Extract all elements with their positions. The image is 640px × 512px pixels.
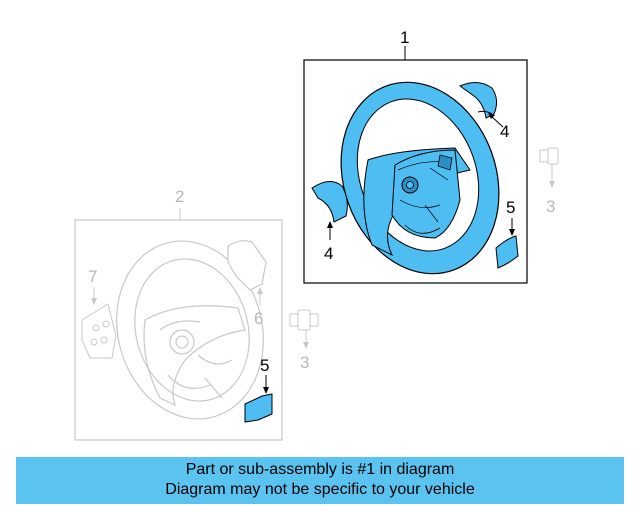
bolt-center[interactable] [289,309,319,349]
shell-assembly-group: 2 6 7 5 [74,187,283,441]
shell-assembly-frame [74,219,283,441]
callout-shell-assembly: 2 [175,187,184,206]
info-banner: Part or sub-assembly is #1 in diagram Di… [16,457,624,504]
bolt-right[interactable] [539,147,559,188]
banner-line-2: Diagram may not be specific to your vehi… [165,481,475,498]
arrow-6 [257,287,263,294]
callout-bolt-center: 3 [300,353,309,372]
insert-lower[interactable] [244,393,273,423]
main-assembly-frame [303,59,528,284]
arrow-4b [327,221,333,228]
callout-switch: 7 [88,267,97,286]
switch-ghost[interactable] [81,303,117,359]
arrow-4a [488,113,495,119]
banner-line-1: Part or sub-assembly is #1 in diagram [185,461,455,478]
cover-upper-right[interactable] [458,82,498,119]
callout-insert-lower: 5 [260,356,269,375]
cover-left[interactable] [311,181,348,223]
steering-wheel-ghost[interactable] [97,224,283,435]
airbag-cover-ghost[interactable] [227,240,267,291]
arrow-7 [91,298,97,305]
arrow-5a [509,229,515,236]
arrow-5b [263,387,269,394]
callout-insert-right: 5 [506,198,515,217]
callout-cover-left: 4 [324,244,333,263]
callout-bolt-right: 3 [546,197,555,216]
cover-upper-clip [477,110,493,115]
main-assembly-group: 1 4 4 5 [303,28,528,296]
callout-cover-upper: 4 [500,122,509,141]
insert-lower-right[interactable] [495,235,519,269]
callout-main-assembly: 1 [400,28,409,47]
callout-cover-airbag: 6 [254,309,263,328]
steering-wheel-highlighted[interactable] [315,60,525,296]
